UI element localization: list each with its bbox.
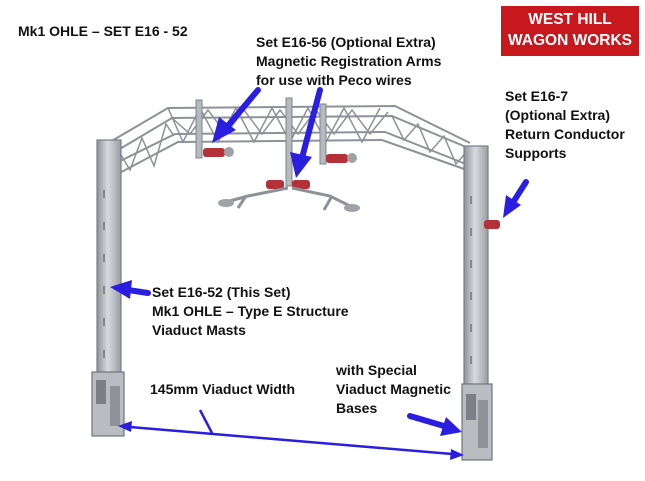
right-mast [461,145,500,461]
callout-registration-arms-line-2: Magnetic Registration Arms [256,53,442,69]
callout-return-conductor-line-1: Set E16-7 [505,88,569,104]
brand-line-2: WAGON WORKS [508,32,632,49]
callout-masts: Set E16-52 (This Set) Mk1 OHLE – Type E … [152,283,349,340]
arrow-to-center-arm [290,87,323,178]
callout-bases-line-2: Viaduct Magnetic [336,381,451,397]
left-mast [91,139,125,437]
callout-registration-arms: Set E16-56 (Optional Extra) Magnetic Reg… [256,33,441,90]
callout-bases-line-1: with Special [336,362,417,378]
arrow-to-left-arm [212,87,261,143]
callout-return-conductor: Set E16-7 (Optional Extra) Return Conduc… [505,87,625,163]
callout-masts-line-1: Set E16-52 (This Set) [152,284,291,300]
arrow-to-base [407,413,462,436]
callout-return-conductor-line-4: Supports [505,145,567,161]
callout-bases-line-3: Bases [336,400,378,416]
callout-return-conductor-line-3: Return Conductor [505,126,625,142]
callout-masts-line-3: Viaduct Masts [152,322,246,338]
page-title: Mk1 OHLE – SET E16 - 52 [18,23,188,39]
width-dimension-arrow [118,409,464,460]
arrow-to-mast [110,280,151,299]
callout-registration-arms-line-3: for use with Peco wires [256,72,412,88]
registration-arms [195,97,360,212]
width-dimension-label: 145mm Viaduct Width [150,381,296,397]
callout-return-conductor-line-2: (Optional Extra) [505,107,611,123]
brand-logo: WEST HILL WAGON WORKS [501,6,639,56]
portal-truss [101,104,485,179]
brand-line-1: WEST HILL [528,11,612,28]
callout-registration-arms-line-1: Set E16-56 (Optional Extra) [256,34,436,50]
callout-bases: with Special Viaduct Magnetic Bases [336,361,451,418]
callout-masts-line-2: Mk1 OHLE – Type E Structure [152,303,349,319]
arrow-to-return-conductor [503,179,529,218]
